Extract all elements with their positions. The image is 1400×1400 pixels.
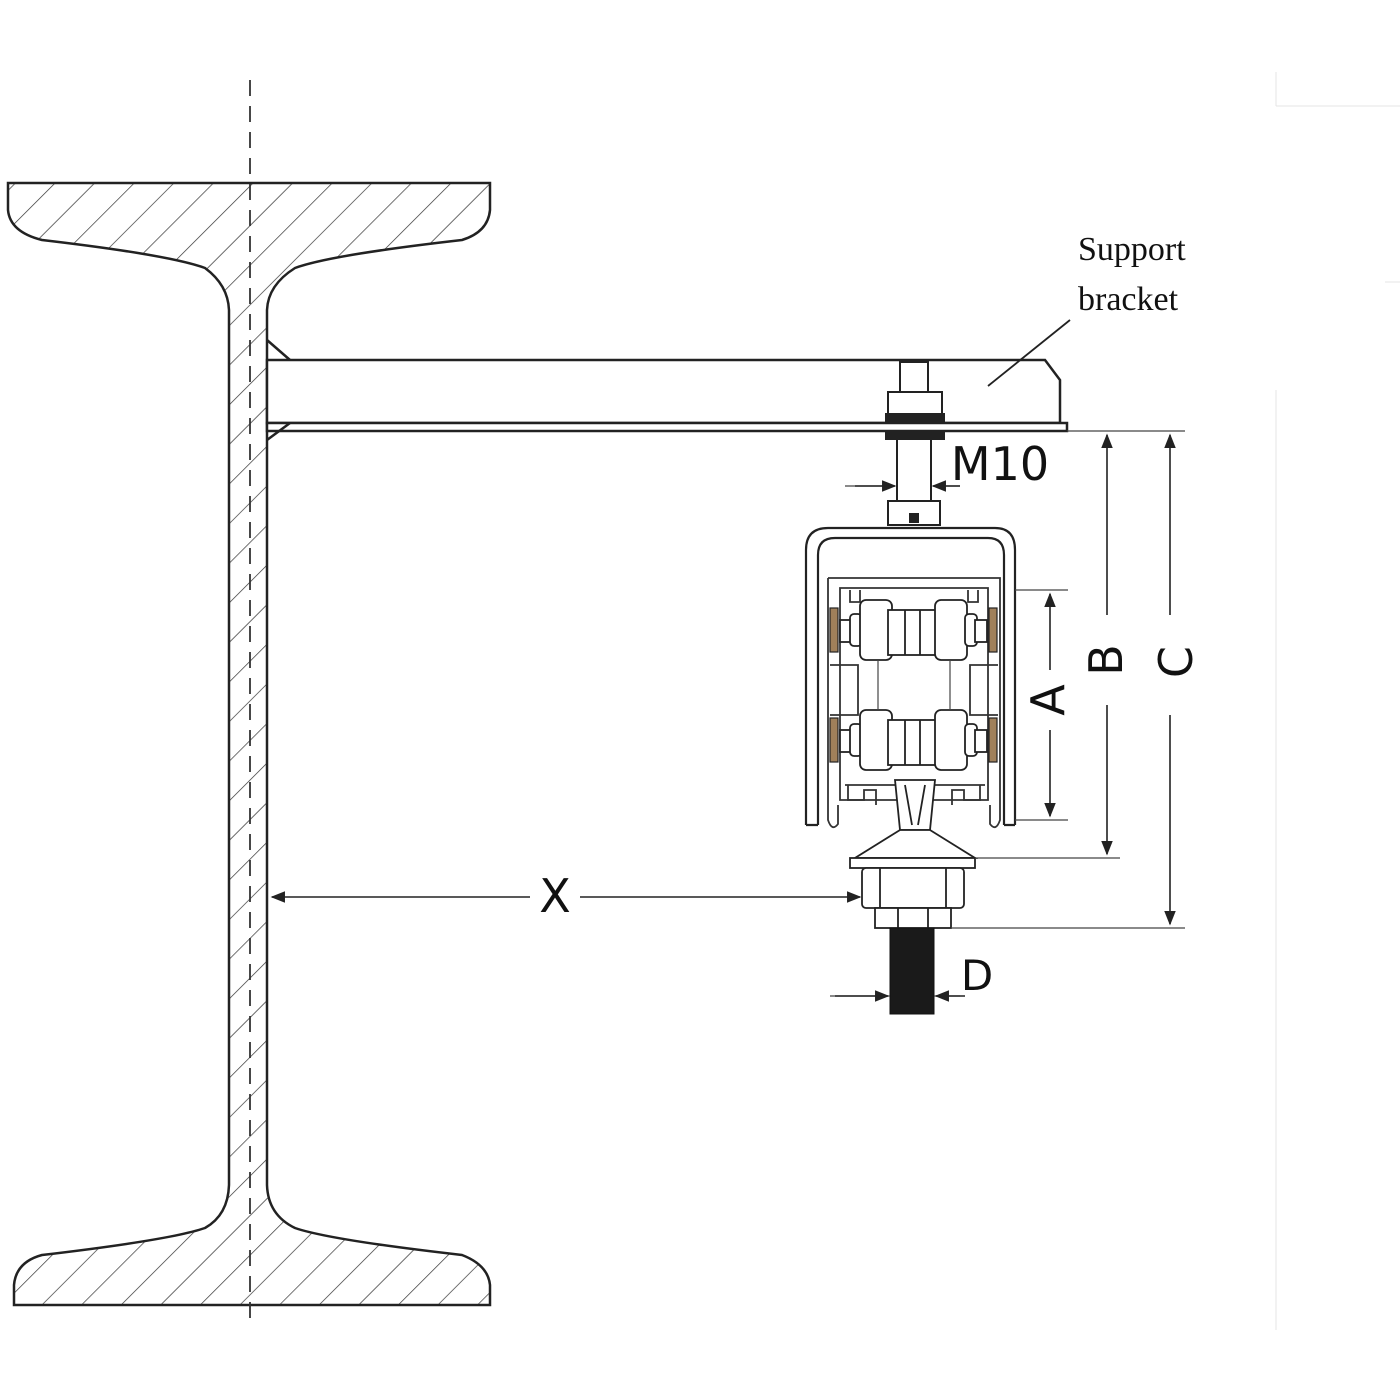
dim-d-label: D (961, 951, 993, 1000)
cable-gland (861, 867, 965, 929)
m10-bolt (885, 361, 945, 526)
page-edge-marks (1275, 72, 1400, 1330)
support-bracket-label-line2: bracket (1078, 281, 1179, 318)
bolt-size-label: M10 (951, 437, 1049, 491)
dim-b-label: B (1079, 644, 1133, 676)
wheel-frame-link (877, 660, 951, 710)
collector-brushes (829, 607, 998, 763)
power-cable (889, 927, 935, 1015)
support-bracket-leader (987, 319, 1071, 387)
upper-wheel-assembly (839, 599, 988, 661)
connector-stem (849, 779, 979, 869)
i-beam (6, 181, 492, 1307)
lower-wheel-assembly (839, 709, 988, 771)
support-bracket-label-line1: Support (1078, 231, 1186, 268)
trolley-housing (804, 526, 1017, 827)
dim-x-label: X (539, 869, 571, 923)
dimension-lines (270, 433, 1176, 1002)
support-bracket (265, 339, 1069, 442)
dim-a-label: A (1021, 684, 1075, 716)
dim-c-label: C (1149, 646, 1203, 678)
